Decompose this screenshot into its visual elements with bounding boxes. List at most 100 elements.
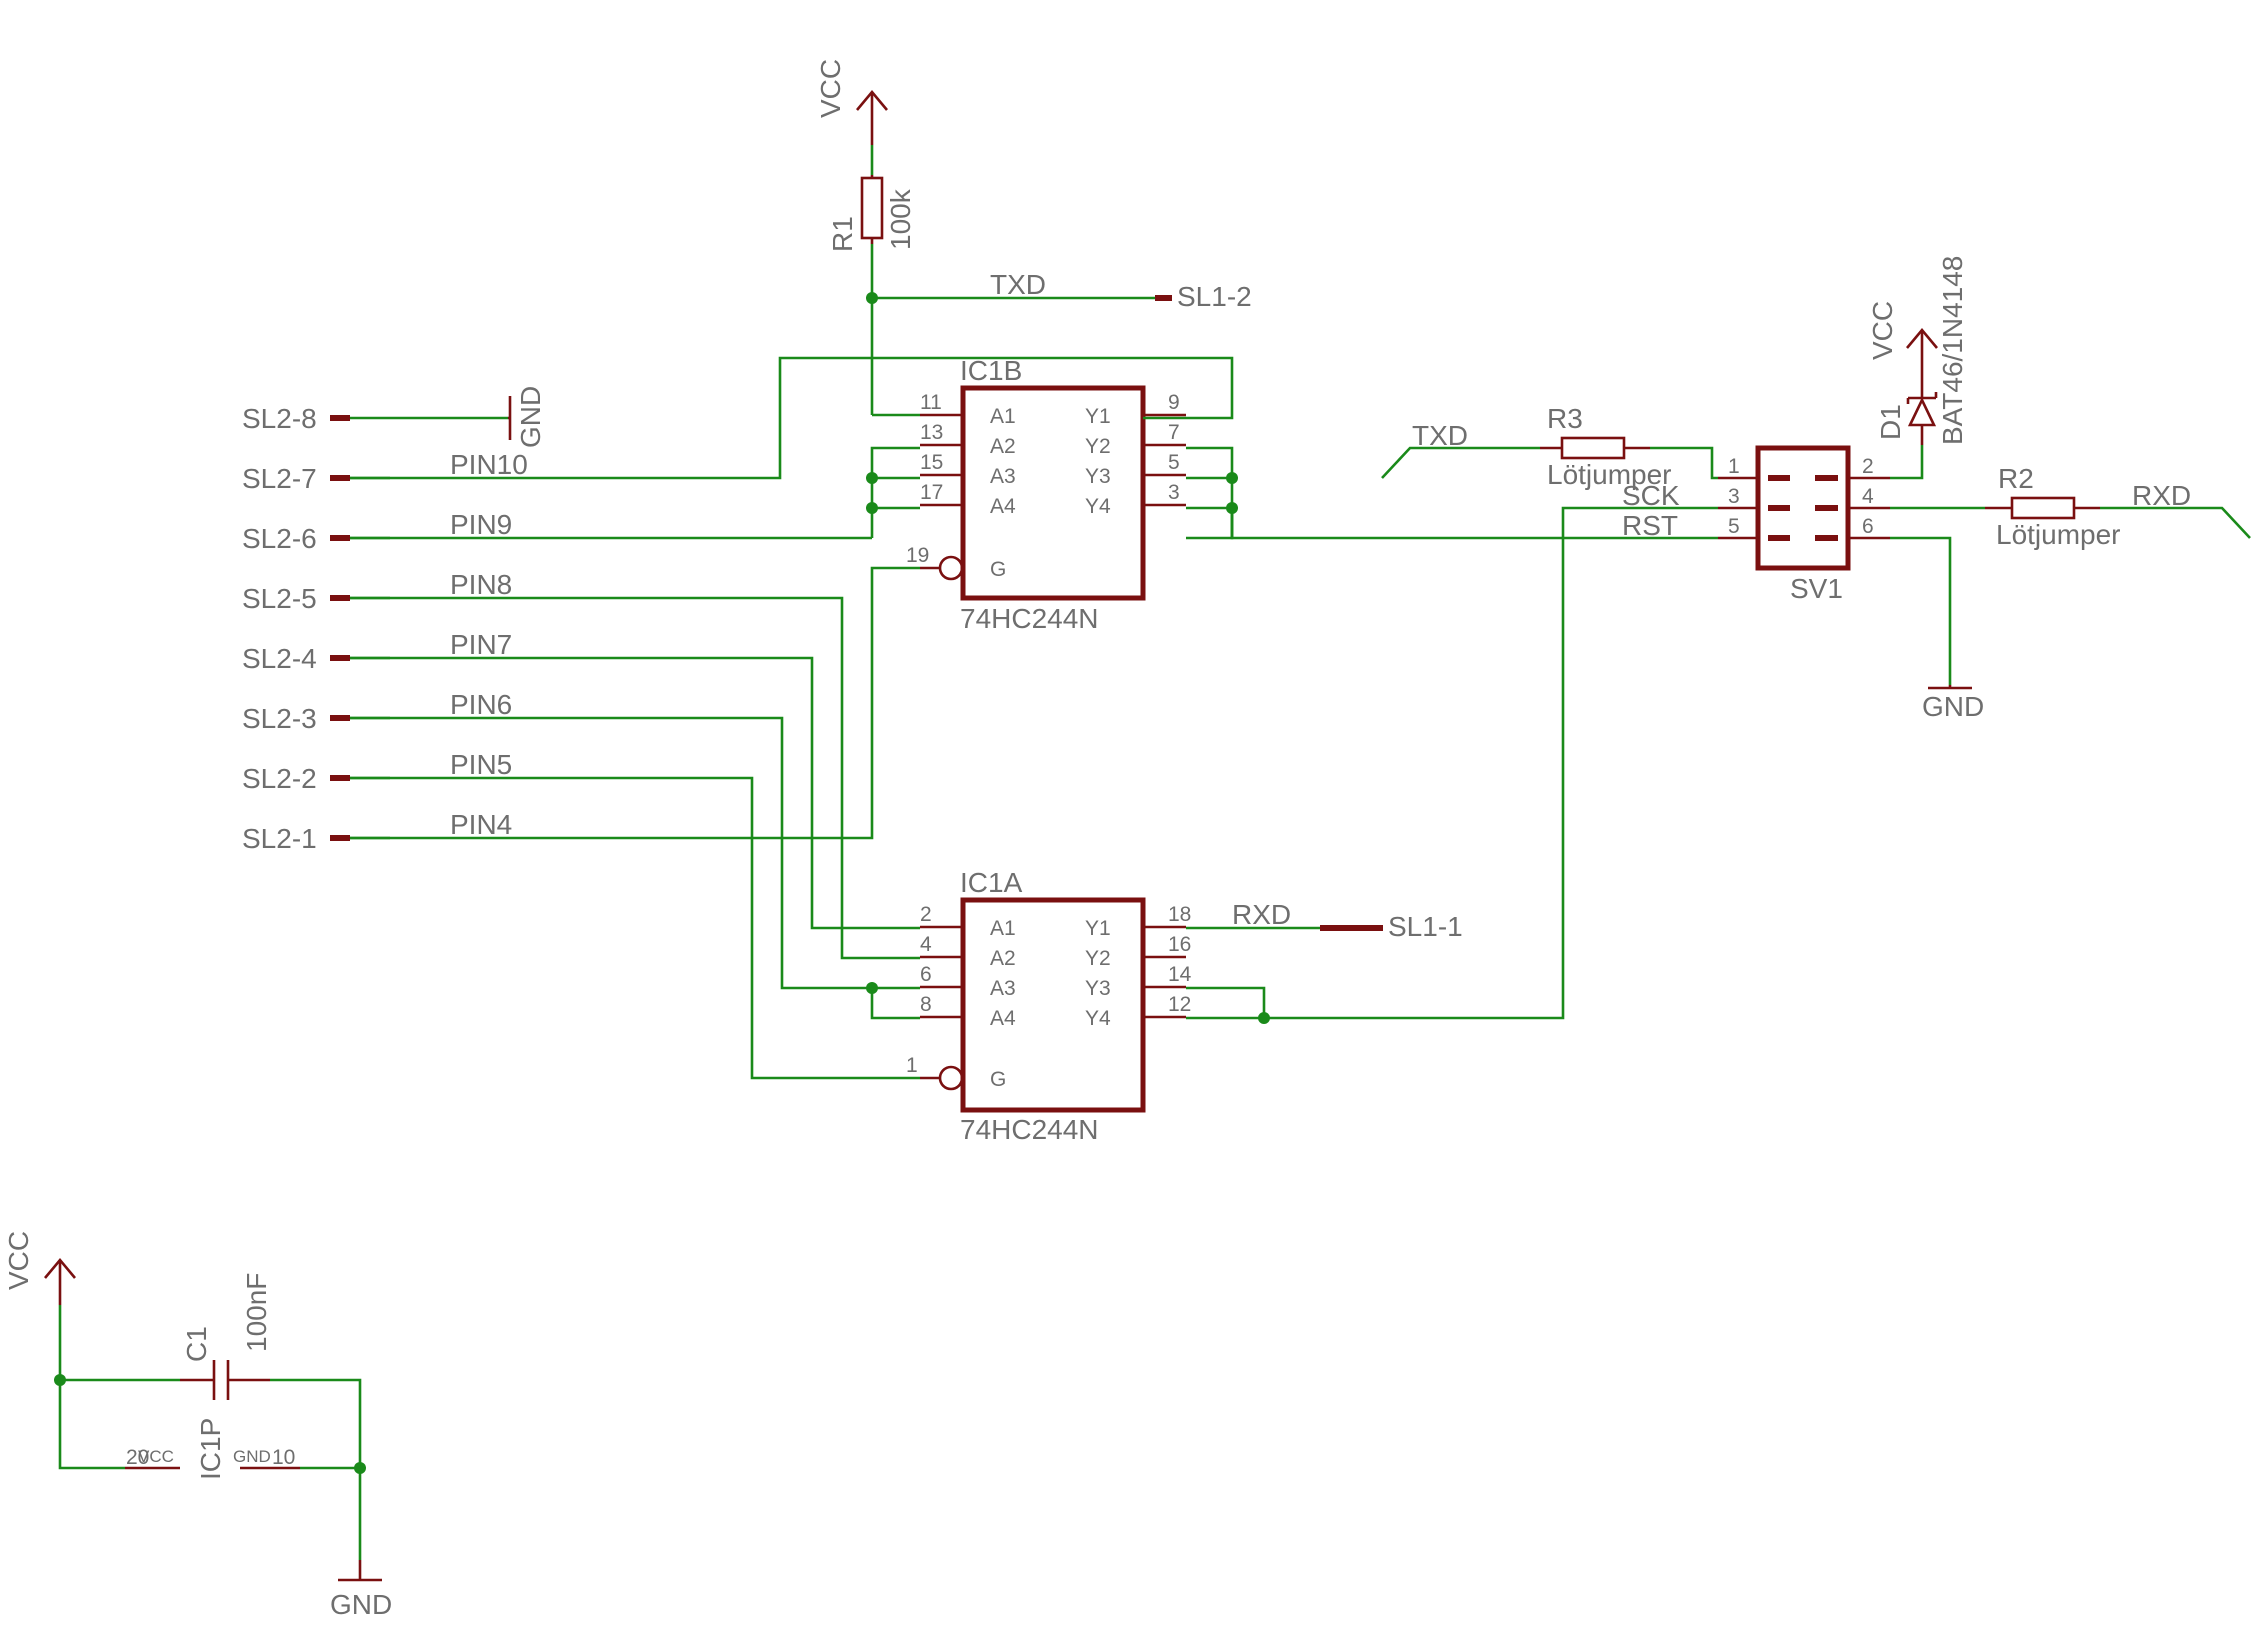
sl2-pin-5: SL2-4 xyxy=(242,643,390,674)
sv1-header: SV1 xyxy=(1755,445,1851,604)
pin-3: 3 xyxy=(1168,481,1180,504)
gnd-symbol-sv1: GND xyxy=(1922,685,1984,722)
pin-5: 5 xyxy=(1168,451,1180,474)
vcc-symbol-bottom: VCC xyxy=(3,1231,76,1305)
pin-name-a2: A2 xyxy=(990,947,1016,970)
r2-value: Lötjumper xyxy=(1996,519,2121,550)
r1-name: R1 xyxy=(827,216,858,252)
pin-name-y3: Y3 xyxy=(1085,465,1111,488)
diode-d1: D1 BAT46/1N4148 VCC xyxy=(1867,256,1968,445)
pin-name-a1: A1 xyxy=(990,405,1016,428)
net-label-pin10: PIN10 xyxy=(450,449,528,480)
net-label-pin9: PIN9 xyxy=(450,509,512,540)
net-label-pin7: PIN7 xyxy=(450,629,512,660)
resistor-r2: R2 Lötjumper xyxy=(1985,463,2121,550)
sv1-pin-6: 6 xyxy=(1862,515,1874,538)
ic1a: IC1A 74HC244N xyxy=(960,867,1146,1145)
sl2-label-5: SL2-4 xyxy=(242,643,317,674)
sl2-label-6: SL2-3 xyxy=(242,703,317,734)
pin-4: 4 xyxy=(920,933,932,956)
pin-name-y3: Y3 xyxy=(1085,977,1111,1000)
pin-name-y1: Y1 xyxy=(1085,405,1111,428)
d1-value: BAT46/1N4148 xyxy=(1937,256,1968,445)
sl2-pin-1: SL2-8 xyxy=(242,403,390,434)
sv1-name: SV1 xyxy=(1790,573,1843,604)
capacitor-c1: C1 100nF xyxy=(180,1273,272,1400)
pin-18: 18 xyxy=(1168,903,1191,926)
ic1b-name: IC1B xyxy=(960,355,1022,386)
r1-value: 100k xyxy=(885,188,916,250)
pin-12: 12 xyxy=(1168,993,1191,1016)
sv1-pin-5: 5 xyxy=(1728,515,1740,538)
pin-name-a4: A4 xyxy=(990,1007,1016,1030)
ic1p-vcc: VCC xyxy=(138,1447,174,1466)
pin-name-g: G xyxy=(990,1068,1006,1091)
net-label-pin4: PIN4 xyxy=(450,809,512,840)
txd-label-right: TXD xyxy=(1412,420,1468,451)
c1-name: C1 xyxy=(181,1326,212,1362)
pin-15: 15 xyxy=(920,451,943,474)
pin-name-y4: Y4 xyxy=(1085,1007,1111,1030)
vcc-label-bottom: VCC xyxy=(3,1231,34,1290)
pin-16: 16 xyxy=(1168,933,1191,956)
pin-7: 7 xyxy=(1168,421,1180,444)
sl2-label-4: SL2-5 xyxy=(242,583,317,614)
pin-1: 1 xyxy=(906,1054,918,1077)
sl2-pin-7: SL2-2 xyxy=(242,763,390,794)
r2-name: R2 xyxy=(1998,463,2034,494)
sv1-pin-4: 4 xyxy=(1862,485,1874,508)
rst-label: RST xyxy=(1622,510,1678,541)
c1-value: 100nF xyxy=(241,1273,272,1352)
net-label-pin8: PIN8 xyxy=(450,569,512,600)
rxd-label-ic1a: RXD xyxy=(1232,899,1291,930)
ic1a-name: IC1A xyxy=(960,867,1023,898)
sl2-label-8: SL2-1 xyxy=(242,823,317,854)
rxd-label-right: RXD xyxy=(2132,480,2191,511)
resistor-r1: R1 100k xyxy=(827,175,916,252)
sl2-label-3: SL2-6 xyxy=(242,523,317,554)
pin-name-a4: A4 xyxy=(990,495,1016,518)
d1-name: D1 xyxy=(1875,404,1906,440)
pin-14: 14 xyxy=(1168,963,1192,986)
sl2-label-2: SL2-7 xyxy=(242,463,317,494)
pin-6: 6 xyxy=(920,963,932,986)
pin-11: 11 xyxy=(920,391,942,414)
ic1p-pin10: 10 xyxy=(272,1446,295,1469)
pin-name-g: G xyxy=(990,558,1006,581)
pin-19: 19 xyxy=(906,544,929,567)
ic1b: IC1B 74HC244N xyxy=(960,355,1146,634)
sl2-label-7: SL2-2 xyxy=(242,763,317,794)
sl1-1-label: SL1-1 xyxy=(1388,911,1463,942)
pin-name-y2: Y2 xyxy=(1085,435,1111,458)
vcc-symbol-top: VCC xyxy=(815,59,888,145)
vcc-label-top: VCC xyxy=(815,59,846,118)
gnd-label-sv1: GND xyxy=(1922,691,1984,722)
r3-name: R3 xyxy=(1547,403,1583,434)
ic1p-pin20: 20 xyxy=(126,1446,149,1469)
sl2-label-1: SL2-8 xyxy=(242,403,317,434)
sck-label: SCK xyxy=(1622,480,1680,511)
gnd-symbol-bottom: GND xyxy=(330,1560,392,1620)
resistor-r3: R3 Lötjumper xyxy=(1540,403,1672,490)
pin-name-a3: A3 xyxy=(990,977,1016,1000)
gnd-label-bottom: GND xyxy=(330,1589,392,1620)
pin-8: 8 xyxy=(920,993,932,1016)
r3-value: Lötjumper xyxy=(1547,459,1672,490)
ic1b-type: 74HC244N xyxy=(960,603,1099,634)
ic1p-name: IC1P xyxy=(195,1418,226,1480)
sv1-pin-1: 1 xyxy=(1728,455,1740,478)
net-label-pin6: PIN6 xyxy=(450,689,512,720)
ic1a-type: 74HC244N xyxy=(960,1114,1099,1145)
pin-17: 17 xyxy=(920,481,943,504)
ic1p-gnd: GND xyxy=(233,1447,271,1466)
pin-name-a1: A1 xyxy=(990,917,1016,940)
pin-name-a2: A2 xyxy=(990,435,1016,458)
pin-name-y1: Y1 xyxy=(1085,917,1111,940)
pin-2: 2 xyxy=(920,903,932,926)
pin-name-a3: A3 xyxy=(990,465,1016,488)
